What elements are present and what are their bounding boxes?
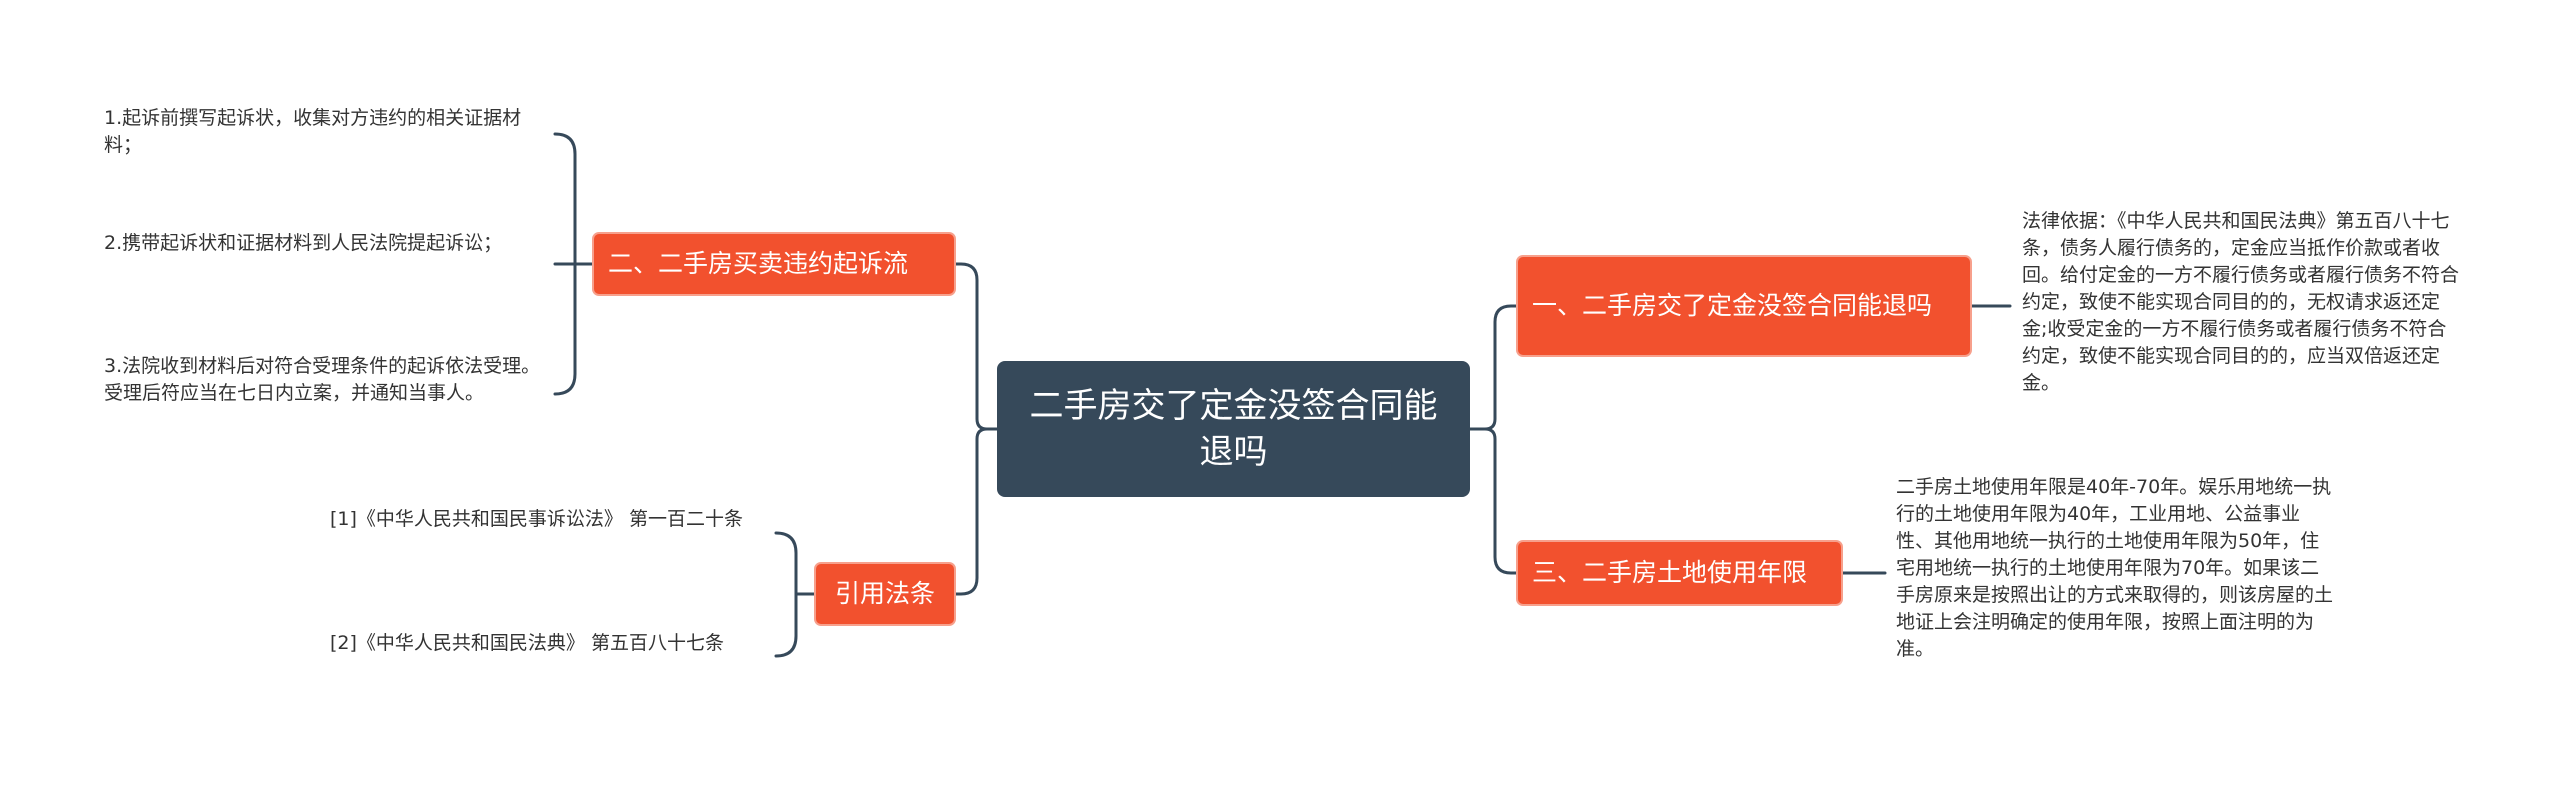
bracket-b2 xyxy=(553,132,594,396)
branch-b2[interactable]: 二、二手房买卖违约起诉流 xyxy=(592,232,956,296)
branch-b2-label: 二、二手房买卖违约起诉流 xyxy=(608,249,909,278)
branch-b4-label: 引用法条 xyxy=(834,579,935,608)
root-title: 二手房交了定金没签合同能退吗 xyxy=(1029,386,1438,472)
branch-b4[interactable]: 引用法条 xyxy=(814,562,956,626)
leaf-b2-step-2: 2.携带起诉状和证据材料到人民法院提起诉讼； xyxy=(104,232,503,254)
link-root-b2 xyxy=(954,262,999,431)
branch-b3-label: 三、二手房土地使用年限 xyxy=(1532,558,1808,587)
leaf-b3-land-term: 二手房土地使用年限是40年-70年。娱乐用地统一执行的土地使用年限为40年，工业… xyxy=(1896,476,2334,660)
leaf-b1-legal-basis: 法律依据：《中华人民共和国民法典》第五百八十七条，债务人履行债务的，定金应当抵作… xyxy=(2022,210,2460,394)
branch-b1[interactable]: 一、二手房交了定金没签合同能退吗 xyxy=(1516,255,1972,357)
branch-b3[interactable]: 三、二手房土地使用年限 xyxy=(1516,540,1843,606)
link-root-b1 xyxy=(1468,304,1518,431)
link-root-b3 xyxy=(1468,427,1518,575)
leaf-b4-ref-2: [2]《中华人民共和国民法典》 第五百八十七条 xyxy=(330,632,724,654)
branch-b1-label: 一、二手房交了定金没签合同能退吗 xyxy=(1532,291,1933,320)
link-root-b4 xyxy=(954,427,999,596)
leaf-b4-ref-1: [1]《中华人民共和国民事诉讼法》 第一百二十条 xyxy=(330,508,743,530)
root-topic[interactable]: 二手房交了定金没签合同能退吗 xyxy=(997,361,1470,497)
leaf-b2-step-1: 1.起诉前撰写起诉状，收集对方违约的相关证据材料； xyxy=(104,107,522,156)
leaf-b2-step-3: 3.法院收到材料后对符合受理条件的起诉依法受理。受理后符应当在七日内立案，并通知… xyxy=(104,355,541,404)
bracket-b4 xyxy=(774,531,816,658)
